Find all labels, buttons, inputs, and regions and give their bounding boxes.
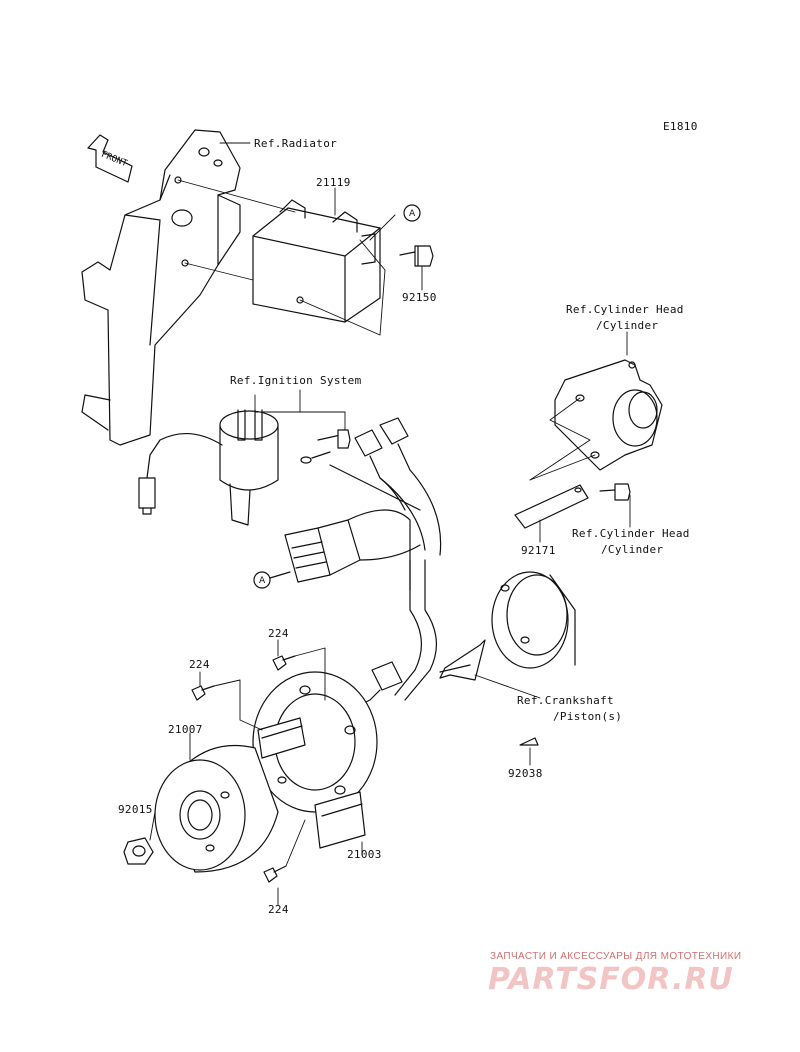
part-92038-label: 92038 xyxy=(508,767,543,780)
screw-224-bottom xyxy=(263,865,287,883)
connector-marker-a-bottom: A xyxy=(253,571,291,589)
screw-224-top xyxy=(272,655,296,671)
wire-connectors xyxy=(329,417,442,556)
front-arrow-icon: FRONT xyxy=(87,134,133,183)
frame-bracket xyxy=(81,129,241,446)
leader-lines xyxy=(149,142,631,906)
crankshaft-ref xyxy=(439,571,576,681)
svg-text:A: A xyxy=(259,576,266,586)
ref-cylinder-head-top-line2: /Cylinder xyxy=(596,319,658,332)
part-92150-label: 92150 xyxy=(402,291,437,304)
screw-224-left xyxy=(191,685,215,701)
watermark-logo-domain: .RU xyxy=(671,962,734,997)
ref-cylinder-head-top-line1: Ref.Cylinder Head xyxy=(566,303,684,316)
watermark-logo: PARTSFOR.RU xyxy=(488,962,734,997)
part-21119-label: 21119 xyxy=(316,176,351,189)
stator-harness-connector xyxy=(284,509,421,591)
ignition-coil xyxy=(138,409,279,526)
nut-92015 xyxy=(123,837,154,865)
bolt-92150 xyxy=(399,245,434,267)
pickup-plate-92171 xyxy=(514,483,631,529)
part-224-left-label: 224 xyxy=(189,658,210,671)
part-224-bottom-label: 224 xyxy=(268,903,289,916)
part-21003-label: 21003 xyxy=(347,848,382,861)
ref-crankshaft-line1: Ref.Crankshaft xyxy=(517,694,614,707)
ref-cylinder-head-mid-line2: /Cylinder xyxy=(601,543,663,556)
ref-ignition-label: Ref.Ignition System xyxy=(230,374,362,387)
cdi-unit xyxy=(252,199,381,323)
stator-21003 xyxy=(252,671,378,849)
ref-radiator-label: Ref.Radiator xyxy=(254,137,337,150)
coil-bolt xyxy=(300,429,351,464)
svg-text:A: A xyxy=(409,209,416,219)
part-92015-label: 92015 xyxy=(118,803,153,816)
woodruff-key-92038 xyxy=(519,737,539,746)
stator-lead xyxy=(344,559,438,713)
watermark-tagline: ЗАПЧАСТИ И АКСЕССУАРЫ ДЛЯ МОТОТЕХНИКИ xyxy=(490,951,742,962)
connector-marker-a-top: A xyxy=(403,204,421,222)
flywheel-21007 xyxy=(154,744,279,873)
part-92171-label: 92171 xyxy=(521,544,556,557)
ref-cylinder-head-mid-line1: Ref.Cylinder Head xyxy=(572,527,690,540)
watermark-logo-main: PARTSFOR xyxy=(488,962,672,997)
diagram-code: E1810 xyxy=(663,120,698,133)
part-21007-label: 21007 xyxy=(168,723,203,736)
cylinder-head-ref xyxy=(554,359,663,471)
part-224-top-label: 224 xyxy=(268,627,289,640)
ref-crankshaft-line2: /Piston(s) xyxy=(553,710,622,723)
